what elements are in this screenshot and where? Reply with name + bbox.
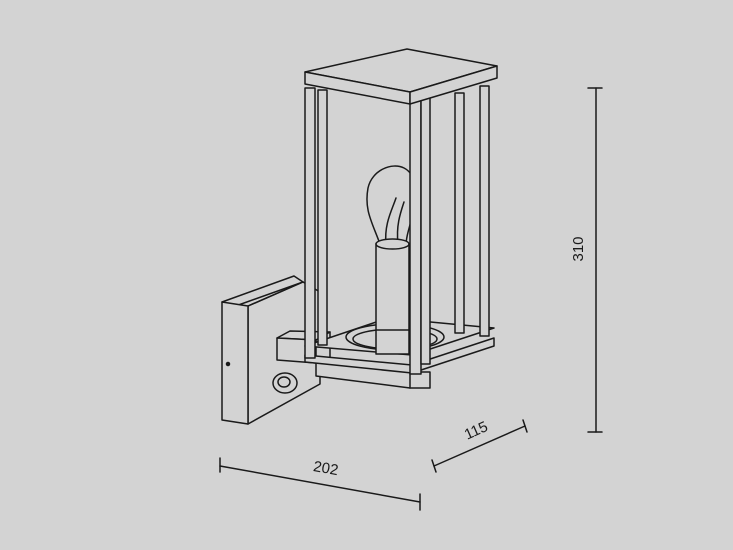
width-dimension-label: 202 (312, 458, 340, 479)
light-bulb-icon (366, 165, 417, 355)
lantern-rear-posts (454, 85, 490, 337)
lantern-front-posts (304, 87, 431, 375)
depth-dimension-label: 115 (462, 418, 491, 443)
width-dimension-line (219, 457, 421, 511)
height-dimension-line (587, 87, 603, 433)
height-dimension-label: 310 (570, 236, 587, 261)
motion-sensor-icon (272, 372, 298, 394)
lantern-top-cap (304, 48, 498, 105)
depth-dimension-line (431, 419, 528, 473)
